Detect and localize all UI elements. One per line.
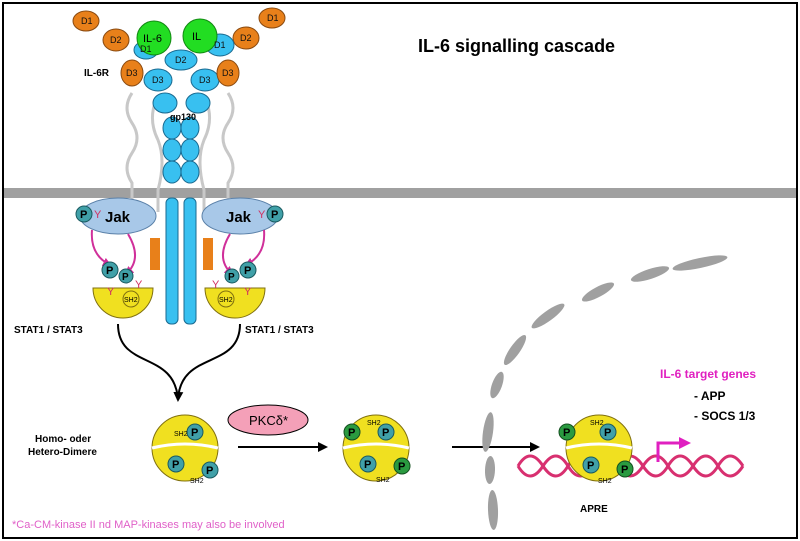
p-label: P bbox=[106, 265, 113, 277]
sh2-label: SH2 bbox=[190, 478, 204, 485]
y-label: Y bbox=[212, 279, 220, 291]
target-gene-app: - APP bbox=[694, 389, 726, 403]
stat-right-label: STAT1 / STAT3 bbox=[245, 325, 314, 336]
p-label: P bbox=[382, 427, 389, 439]
il6r-cyto-left bbox=[150, 238, 160, 270]
p-label: P bbox=[244, 265, 251, 277]
dimer-label-line2: Hetero-Dimere bbox=[28, 447, 97, 458]
phospho-jak-left bbox=[75, 205, 93, 223]
y-label: Y bbox=[107, 286, 115, 298]
d3-label: D3 bbox=[222, 68, 234, 78]
d3-label: D3 bbox=[126, 68, 138, 78]
il6r-cyto-right bbox=[203, 238, 213, 270]
jak-right-label: Jak bbox=[226, 209, 252, 226]
d2-label: D2 bbox=[110, 35, 122, 45]
sh2-label: SH2 bbox=[367, 420, 381, 427]
il6r-right bbox=[216, 7, 286, 87]
d1-label: D1 bbox=[81, 16, 93, 26]
jak-left-label: Jak bbox=[105, 209, 131, 226]
p-label: P bbox=[172, 459, 179, 471]
apre-label: APRE bbox=[580, 504, 608, 515]
il6-ligand-left bbox=[136, 20, 172, 56]
stat-dimer-2 bbox=[342, 414, 411, 482]
sh2-label: SH2 bbox=[219, 297, 233, 304]
p-label: P bbox=[563, 427, 570, 439]
y-label: Y bbox=[135, 279, 143, 291]
transcription-arrow bbox=[656, 437, 691, 462]
converge-right bbox=[173, 323, 241, 402]
phospho-stat-right bbox=[239, 261, 257, 279]
il6r-left bbox=[72, 10, 144, 87]
p-label: P bbox=[80, 209, 87, 221]
d3-label: D3 bbox=[199, 75, 211, 85]
gp130-label: gp130 bbox=[170, 112, 196, 122]
d2-label: D2 bbox=[240, 33, 252, 43]
phospho-gp130-right bbox=[224, 268, 240, 284]
stat-left-label: STAT1 / STAT3 bbox=[14, 325, 83, 336]
p-label: P bbox=[364, 459, 371, 471]
sh2-label: SH2 bbox=[598, 478, 612, 485]
diagram-title: IL-6 signalling cascade bbox=[418, 36, 615, 56]
p-label: P bbox=[122, 272, 129, 283]
dimer-label-line1: Homo- oder bbox=[35, 434, 91, 445]
p-label: P bbox=[271, 209, 278, 221]
stat-dimer-1 bbox=[151, 414, 219, 482]
d2-label: D2 bbox=[175, 55, 187, 65]
nuclear-envelope bbox=[482, 255, 728, 530]
sh2-label: SH2 bbox=[376, 477, 390, 484]
p-label: P bbox=[621, 464, 628, 476]
il6r-label: IL-6R bbox=[84, 68, 110, 79]
il6-right-label: IL bbox=[192, 31, 201, 43]
p-label: P bbox=[587, 460, 594, 472]
sh2-label: SH2 bbox=[590, 420, 604, 427]
p-label: P bbox=[206, 465, 213, 477]
cell-membrane bbox=[4, 188, 796, 198]
stat-right bbox=[204, 261, 266, 319]
converge-left bbox=[117, 323, 179, 401]
sh2-label: SH2 bbox=[124, 297, 138, 304]
gp130-cyto-left bbox=[165, 197, 179, 325]
y-label: Y bbox=[244, 286, 252, 298]
p-label: P bbox=[604, 427, 611, 439]
footnote: *Ca-CM-kinase II nd MAP-kinases may also… bbox=[12, 519, 285, 531]
y-label: Y bbox=[94, 209, 102, 221]
d1-label: D1 bbox=[214, 40, 226, 50]
gp130-cyto-right bbox=[183, 197, 197, 325]
p-label: P bbox=[348, 427, 355, 439]
p-label: P bbox=[228, 272, 235, 283]
il6-left-label: IL-6 bbox=[143, 33, 162, 45]
stat-left bbox=[92, 261, 154, 319]
d1-label: D1 bbox=[140, 44, 152, 54]
y-label: Y bbox=[258, 209, 266, 221]
stat-dimer-3 bbox=[558, 414, 634, 482]
sh2-label: SH2 bbox=[174, 431, 188, 438]
p-label: P bbox=[191, 427, 198, 439]
il6r-right-tail bbox=[221, 92, 235, 213]
phospho-jak-right bbox=[266, 205, 284, 223]
pkc-label: PKCδ* bbox=[249, 413, 288, 428]
il6r-left-tail bbox=[125, 92, 139, 213]
gp130-left-linker bbox=[151, 99, 164, 212]
phospho-stat-left bbox=[101, 261, 119, 279]
pkc-node bbox=[227, 404, 309, 436]
phospho-gp130-left bbox=[118, 268, 134, 284]
il6-ligand-right bbox=[182, 18, 218, 54]
target-gene-socs: - SOCS 1/3 bbox=[694, 409, 756, 423]
gp130-right-linker bbox=[198, 99, 211, 212]
target-genes-title: IL-6 target genes bbox=[660, 367, 756, 381]
d1-label: D1 bbox=[267, 13, 279, 23]
d3-label: D3 bbox=[152, 75, 164, 85]
p-label: P bbox=[398, 461, 405, 473]
